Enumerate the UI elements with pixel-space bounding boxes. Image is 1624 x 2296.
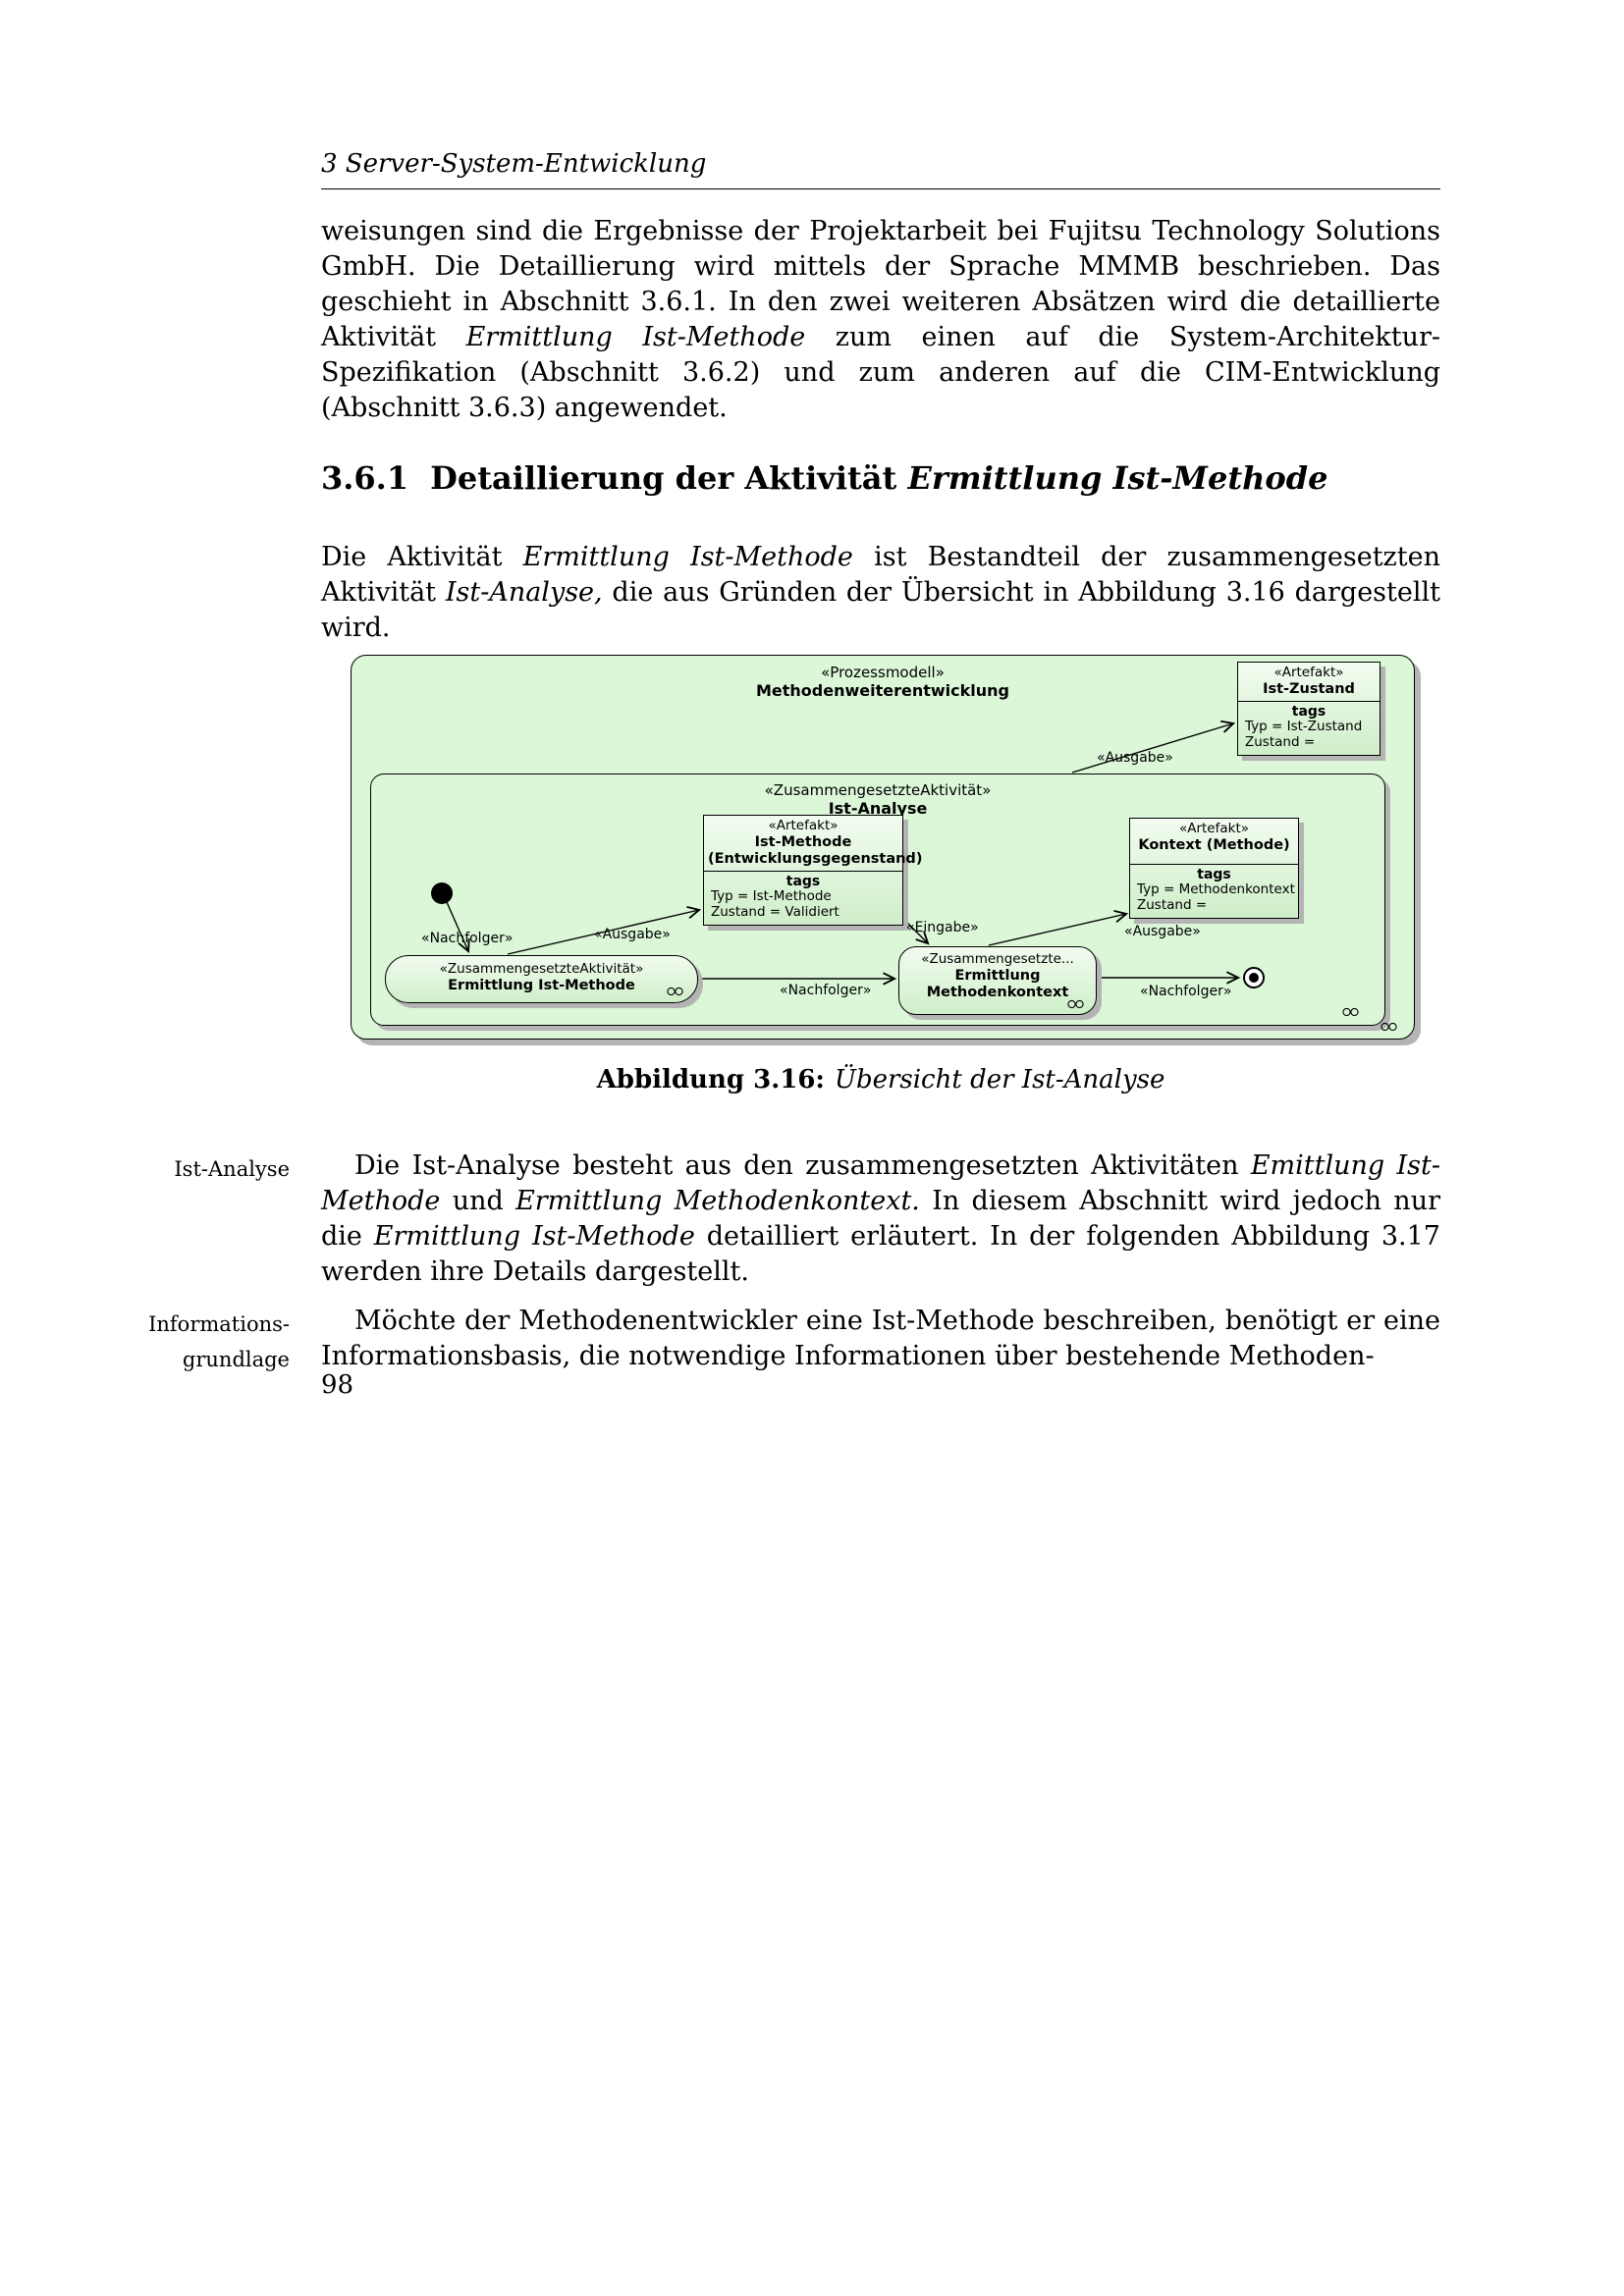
uml-artifact-ist-methode: «Artefakt» Ist-Methode (Entwicklungsgege… — [703, 815, 923, 926]
paragraph-overview: Die Aktivität Ermittlung Ist-Methode ist… — [321, 542, 1440, 643]
margin-note-ist-analyse: Ist-Analyse — [174, 1157, 290, 1181]
ist-analyse-title: «ZusammengesetzteAktivität» Ist-Analyse — [371, 781, 1384, 818]
caption-label: Abbildung 3.16: — [596, 1065, 826, 1095]
ist-analyse-stereotype: «ZusammengesetzteAktivität» — [764, 781, 992, 799]
margin-note-line: grundlage — [182, 1348, 290, 1371]
artifact-subname: (Entwicklungsgegenstand) — [708, 850, 923, 867]
composite-activity-icon — [1342, 1007, 1359, 1017]
activity-stereotype: «ZusammengesetzteAktivität» — [439, 961, 644, 977]
composite-activity-icon — [1067, 999, 1084, 1009]
artifact-tags: tags Typ = Methodenkontext Zustand = — [1130, 863, 1298, 918]
artifact-header: «Artefakt» Kontext (Methode) — [1130, 819, 1298, 864]
tags-title: tags — [1197, 866, 1231, 882]
artifact-stereotype: «Artefakt» — [1178, 821, 1250, 836]
section-number: 3.6.1 — [321, 459, 409, 497]
edge-label-eingabe: «Eingabe» — [906, 920, 979, 935]
edge-label-nachfolger: «Nachfolger» — [780, 983, 872, 998]
section-heading: 3.6.1 Detaillierung der Aktivität Ermitt… — [321, 459, 1440, 497]
artifact-name: Kontext (Methode) — [1138, 836, 1290, 853]
section-title: Detaillierung der Aktivität Ermittlung I… — [430, 459, 1328, 497]
running-header: 3 Server-System-Entwicklung — [321, 149, 1440, 189]
artifact-stereotype: «Artefakt» — [1273, 665, 1344, 680]
edge-label-nachfolger: «Nachfolger» — [421, 931, 514, 946]
artifact-name: Ist-Zustand — [1263, 680, 1355, 697]
tag-line: Typ = Ist-Methode — [711, 888, 832, 905]
tags-title: tags — [1291, 703, 1326, 720]
activity-name: Ermittlung — [954, 967, 1041, 984]
edge-label-ausgabe: «Ausgabe» — [594, 927, 671, 942]
tags-title: tags — [785, 873, 821, 889]
page-number: 98 — [321, 1370, 354, 1400]
tag-line: Typ = Ist-Zustand — [1245, 719, 1363, 735]
figure-3-16: «Prozessmodell» Methodenweiterentwicklun… — [351, 655, 1415, 1040]
artifact-tags: tags Typ = Ist-Zustand Zustand = — [1238, 700, 1380, 755]
caption-text: Übersicht der Ist-Analyse — [835, 1065, 1165, 1095]
tag-line: Zustand = — [1137, 896, 1208, 913]
tag-line: Typ = Methodenkontext — [1137, 881, 1295, 898]
margin-note-informationsgrundlage: Informations- grundlage — [126, 1307, 290, 1377]
tag-line: Zustand = — [1245, 733, 1316, 750]
uml-activity-ermittlung-methodenkontext: «Zusammengesetzte... Ermittlung Methoden… — [898, 946, 1097, 1015]
uml-frame-title: «Prozessmodell» Methodenweiterentwicklun… — [351, 664, 1415, 700]
ist-analyse-name: Ist-Analyse — [828, 799, 928, 818]
activity-name: Methodenkontext — [926, 984, 1069, 1000]
figure-caption: Abbildung 3.16: Übersicht der Ist-Analyse — [321, 1065, 1440, 1095]
tag-line: Zustand = Validiert — [711, 903, 839, 920]
uml-artifact-kontext-methode: «Artefakt» Kontext (Methode) tags Typ = … — [1129, 818, 1299, 919]
running-header-text: 3 Server-System-Entwicklung — [321, 149, 707, 179]
artifact-tags: tags Typ = Ist-Methode Zustand = Validie… — [704, 870, 902, 925]
uml-activity-ermittlung-ist-methode: «ZusammengesetzteAktivität» Ermittlung I… — [385, 955, 698, 1003]
edge-label-ausgabe: «Ausgabe» — [1097, 750, 1173, 766]
paragraph-ist-analyse: Die Ist-Analyse besteht aus den zusammen… — [321, 1150, 1441, 1287]
uml-artifact-ist-zustand: «Artefakt» Ist-Zustand tags Typ = Ist-Zu… — [1237, 662, 1380, 756]
final-node-dot — [1249, 973, 1259, 983]
artifact-header: «Artefakt» Ist-Methode (Entwicklungsgege… — [704, 816, 923, 871]
activity-stereotype: «Zusammengesetzte... — [921, 951, 1074, 967]
artifact-name: Ist-Methode — [754, 833, 852, 850]
paragraph-informationsbasis: Möchte der Methodenentwickler eine Ist-M… — [321, 1306, 1440, 1371]
final-node-icon — [1243, 967, 1265, 988]
composite-activity-icon — [667, 987, 683, 996]
artifact-stereotype: «Artefakt» — [768, 818, 839, 833]
activity-name: Ermittlung Ist-Methode — [448, 977, 635, 993]
artifact-header: «Artefakt» Ist-Zustand — [1238, 663, 1380, 701]
composite-activity-icon — [1380, 1022, 1397, 1032]
initial-node-icon — [431, 882, 453, 904]
frame-stereotype: «Prozessmodell» — [821, 664, 945, 681]
margin-note-line: Informations- — [148, 1312, 290, 1336]
paragraph-intro: weisungen sind die Ergebnisse der Projek… — [321, 216, 1440, 423]
edge-label-ausgabe: «Ausgabe» — [1124, 924, 1201, 939]
frame-name: Methodenweiterentwicklung — [755, 681, 1009, 700]
edge-label-nachfolger: «Nachfolger» — [1140, 984, 1232, 999]
